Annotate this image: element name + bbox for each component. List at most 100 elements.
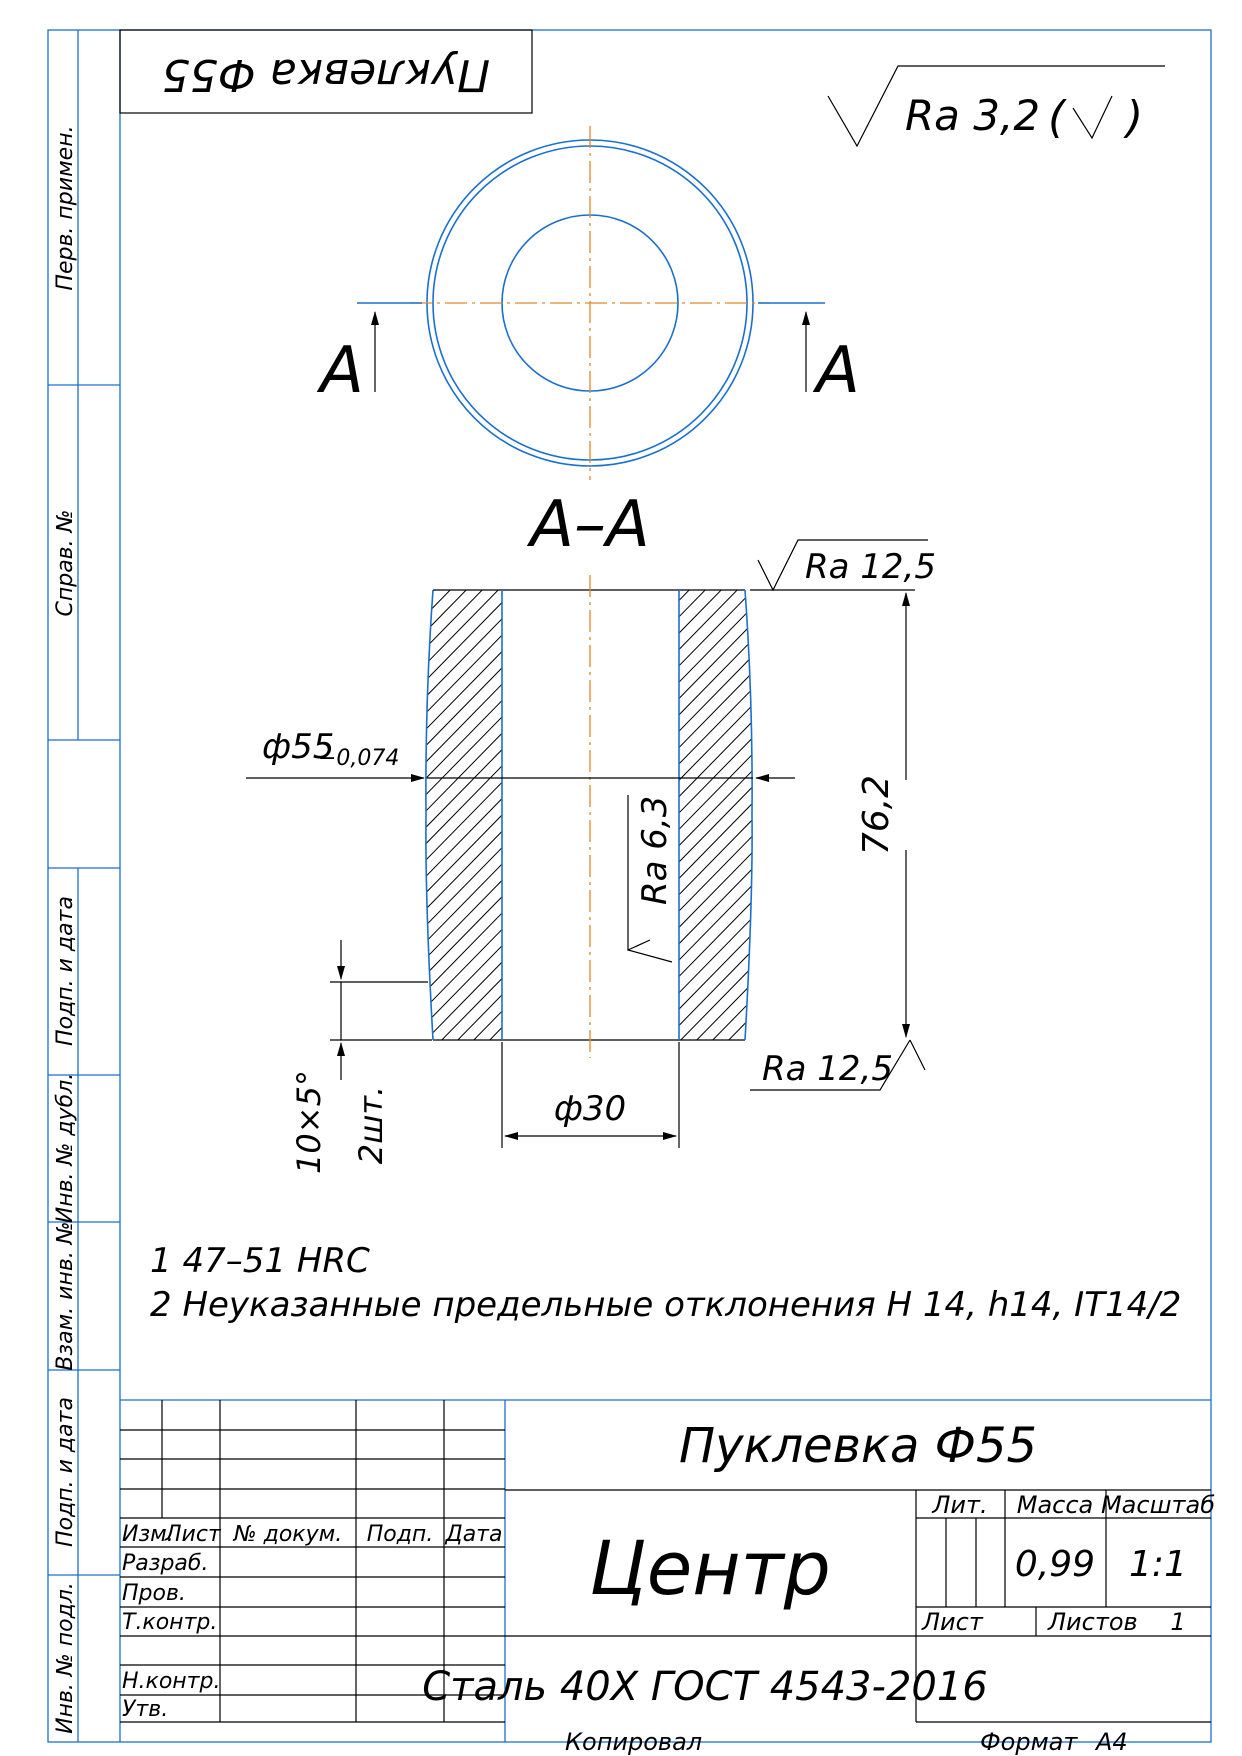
general-roughness: Ra 3,2 ( ) [827,65,1165,148]
listov-label: Листов [1047,1608,1138,1636]
list-label: Лист [921,1608,984,1636]
hatch-line [608,580,1068,1050]
hatch-line [879,580,1242,1050]
outer-frame [47,29,1212,1743]
section-title: A–A [526,488,650,562]
hatch-line [425,590,502,1040]
roughness-top: Ra 12,5 [757,539,936,592]
hatch-line [783,580,1242,1050]
paren-open: ( [1048,92,1067,143]
hatch-line [425,590,502,1040]
side-label-inv-podl: Инв. № подл. [53,1582,78,1734]
hatch-line [425,590,502,1040]
hatch-line [425,590,502,1040]
hatch-line [679,590,753,1040]
side-label-vzam-inv: Взам. инв. № [53,1221,78,1370]
hatch-line [679,590,753,1040]
hatch-line [679,590,753,1040]
hatch-line [425,590,502,1040]
hatch-line [959,580,1242,1050]
row-utv: Утв. [122,1697,168,1722]
hatch-line [992,580,1242,1050]
hatch-line [528,580,988,1050]
hatch-line [1088,580,1242,1050]
hatch-line [1135,580,1242,1050]
hatch-line [425,590,502,1040]
hatch-line [750,590,753,1040]
hatch-line [679,590,753,1040]
hatch-line [1071,580,1242,1050]
dim-bore-diameter: ф30 [501,1042,680,1148]
hatch-line [1103,580,1242,1050]
top-view: A A [316,126,860,480]
hatch-line [1055,580,1242,1050]
section-view [175,575,1242,1058]
hatch-line [544,580,1004,1050]
hatch-line [425,590,502,1040]
roughness-bore-text: Ra 6,3 [635,796,675,905]
hatch-right [175,580,1242,1050]
hatch-line [679,590,753,1040]
hatch-line [175,580,635,1050]
hatch-line [679,590,753,1040]
row-prov: Пров. [122,1581,186,1606]
roughness-bottom-text: Ra 12,5 [762,1049,893,1089]
col-data: Дата [445,1522,503,1547]
hatch-line [784,580,1242,1050]
hatch-line [425,590,502,1040]
footer-format-value: А4 [1094,1728,1128,1756]
hatch-left [425,580,1242,1050]
hatch-line [1119,580,1242,1050]
hatch-line [679,590,753,1040]
hatch-line [679,590,753,1040]
hatch-line [896,580,1242,1050]
hatch-line [911,580,1242,1050]
row-tkontr: Т.контр. [122,1610,217,1635]
hatch-line [1087,580,1242,1050]
hatch-line [425,590,502,1040]
note-2: 2 Неуказанные предельные отклонения H 14… [150,1285,1181,1325]
hatch-line [1040,580,1242,1050]
side-label-sprav: Справ. № [53,509,78,616]
lit-label: Лит. [931,1491,987,1519]
massa-label: Масса [1017,1491,1094,1519]
dim-height-text: 76,2 [856,775,897,855]
hatch-line [1231,580,1242,1050]
hatch-line [848,580,1242,1050]
hatch-line [1104,580,1242,1050]
hatch-line [734,590,753,1040]
hatch-line [679,590,753,1040]
hatch-line [425,590,502,1040]
dim-outer-tolerance: −0,074 [318,746,399,771]
hatch-line [863,580,1242,1050]
dim-chamfer-text: 10×5° [290,1070,328,1174]
col-izm: Изм. [122,1522,174,1547]
hatch-line [425,590,502,1040]
hatch-line [679,590,753,1040]
hatch-line [702,590,753,1040]
dim-chamfer-count: 2шт. [352,1086,390,1164]
top-stamp-box [119,29,533,114]
hatch-line [927,580,1242,1050]
hatch-line [425,590,502,1040]
hatch-line [1151,580,1242,1050]
hatch-line [944,580,1242,1050]
paren-close: ) [1123,92,1143,143]
section-mark-left: A [316,334,364,408]
roughness-top-text: Ra 12,5 [805,547,936,587]
side-label-podp-data-2: Подп. и дата [53,1397,78,1547]
side-label-perv-primen: Перв. примен. [53,125,78,290]
hatch-line [425,590,502,1040]
hatch-line [912,580,1242,1050]
hatch-line [1199,580,1242,1050]
hatch-line [447,590,502,1040]
hatch-line [976,580,1242,1050]
roughness-bore: Ra 6,3 [627,795,675,963]
hatch-line [425,590,502,1040]
row-nkontr: Н.контр. [122,1669,220,1694]
general-roughness-ra: Ra 3,2 [905,91,1040,140]
hatch-line [425,590,502,1040]
hatch-line [975,580,1242,1050]
hatch-line [425,590,502,1040]
hatch-line [767,580,1227,1050]
